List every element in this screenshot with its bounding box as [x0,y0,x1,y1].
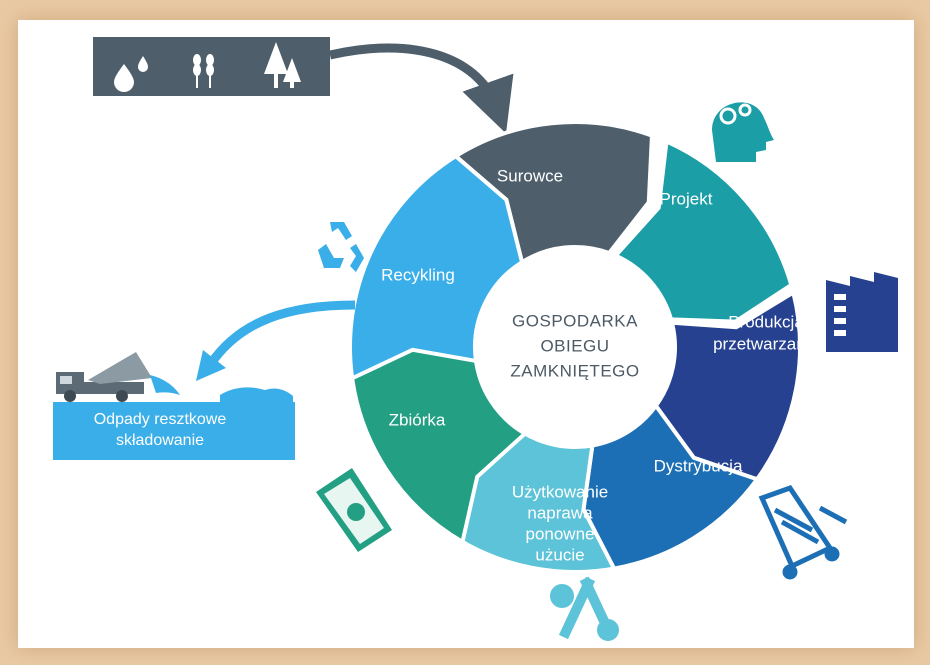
segment-label-uzytkowanie-line4: użucie [535,545,584,564]
segment-label-surowce: Surowce [497,166,563,185]
water-drops-icon [114,56,148,92]
cart-icon [758,484,848,580]
wheat-icon [193,54,214,88]
tools-icon [550,576,619,641]
segment-label-zbiorka: Zbiórka [389,410,446,429]
waste-label-line1: Odpady resztkowe [94,411,227,428]
center-circle [475,247,675,447]
segment-label-uzytkowanie-line2: naprawa [527,503,593,522]
waste-arrow-head [196,350,226,381]
dump-truck-icon [56,352,293,402]
segment-label-projekt: Projekt [660,189,713,208]
input-arrow [329,43,514,134]
waste-block: Odpady resztkowe składowanie [53,402,295,460]
center-title-line3: ZAMKNIĘTEGO [510,361,639,380]
trees-icon [264,42,301,88]
resources-banner [93,37,330,96]
segment-label-produkcja-line1: Produkcja [728,312,804,331]
diagram-frame: GOSPODARKA OBIEGU ZAMKNIĘTEGO Surowce Pr… [18,20,914,648]
segment-label-produkcja-line2: przetwarzanie [713,334,819,353]
waste-label-line2: składowanie [116,432,204,449]
center-title-line1: GOSPODARKA [512,311,638,330]
waste-arrow [206,300,356,368]
factory-icon [826,272,898,352]
segment-label-uzytkowanie-line1: Użytkowanie [512,482,608,501]
segment-label-uzytkowanie-line3: ponowne [525,524,594,543]
head-gears-icon [712,102,774,162]
segment-label-recykling: Recykling [381,265,455,284]
circular-economy-diagram: GOSPODARKA OBIEGU ZAMKNIĘTEGO Surowce Pr… [53,37,898,641]
recycle-icon [318,222,364,272]
segment-label-dystrybucja: Dystrybucja [654,456,743,475]
bin-icon [316,468,392,552]
center-title-line2: OBIEGU [540,336,609,355]
